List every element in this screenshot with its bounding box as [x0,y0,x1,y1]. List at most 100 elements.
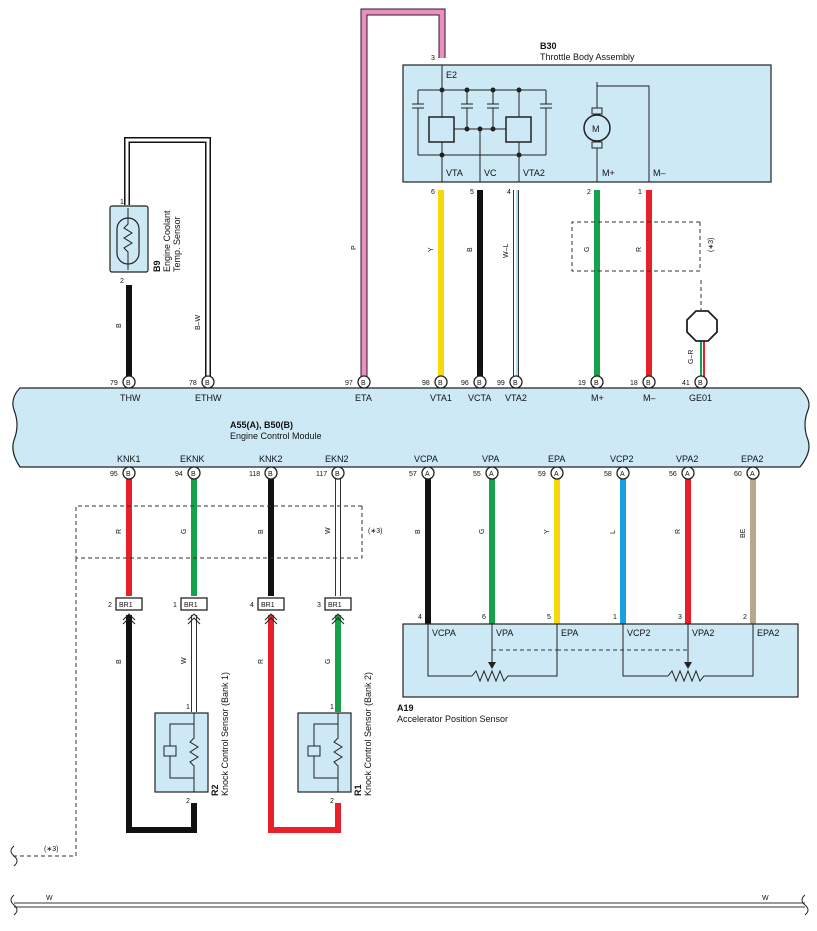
wire-labels: B B–W P Y B W–L G R G–R R G B W B G Y L … [116,244,747,665]
svg-text:B: B [116,323,123,328]
svg-text:G: G [181,529,188,534]
ecm-code: A55(A), B50(B) [230,420,293,430]
aps-name: Accelerator Position Sensor [397,714,508,724]
bot-term-conn-7: A [620,471,625,478]
bot-term-label-3: EKN2 [325,454,349,464]
throttle-code: B30 [540,41,557,51]
aps-num-epa2: 2 [743,614,747,621]
top-term-label-5: VTA2 [505,393,527,403]
top-term-label-6: M+ [591,393,604,403]
pin-mminus-num: 1 [638,189,642,196]
top-term-label-2: ETA [355,393,372,403]
bot-term-num-7: 58 [604,471,612,478]
top-term-num-0: 79 [110,380,118,387]
aps-num-vpa: 6 [482,614,486,621]
pin-e2-num: 3 [431,55,435,62]
shield-note-knock: (∗3) [368,528,382,535]
top-term-conn-5: B [513,380,518,387]
aps-potentiometers [427,624,754,683]
bot-term-conn-3: B [335,471,340,478]
r2-name: Knock Control Sensor (Bank 1) [220,672,230,796]
br1-label-3: BR1 [261,602,275,609]
break-mark-bottom-right [801,894,809,916]
top-term-label-4: VCTA [468,393,491,403]
top-term-label-0: THW [120,393,141,403]
bot-term-conn-5: A [489,471,494,478]
svg-text:B: B [258,529,265,534]
aps-pin-epa2: EPA2 [757,628,779,638]
pin-vta-num: 6 [431,189,435,196]
aps-pin-vcpa: VCPA [432,628,456,638]
throttle-internal-circuit [412,65,650,182]
break-mark-bottom-left [10,894,18,916]
aps-num-vcpa: 4 [418,614,422,621]
bot-term-label-9: EPA2 [741,454,763,464]
svg-text:G: G [325,659,332,664]
top-term-conn-0: B [126,380,131,387]
br1-pin-1: 2 [108,602,112,609]
bot-term-conn-0: B [126,471,131,478]
top-term-num-7: 18 [630,380,638,387]
svg-text:B: B [415,529,422,534]
svg-text:Y: Y [428,247,435,252]
aps-pin-vcp2: VCP2 [627,628,651,638]
top-term-num-5: 99 [497,380,505,387]
br1-pin-2: 1 [173,602,177,609]
bot-term-conn-4: A [425,471,430,478]
top-term-label-1: ETHW [195,393,222,403]
break-mark-left [10,845,18,867]
bot-term-label-8: VPA2 [676,454,698,464]
br1-label-2: BR1 [184,602,198,609]
bot-term-label-4: VCPA [414,454,438,464]
svg-text:R: R [675,529,682,534]
top-term-num-3: 98 [422,380,430,387]
ground-point-icon [686,310,718,342]
top-term-conn-7: B [646,380,651,387]
bot-term-num-9: 60 [734,471,742,478]
aps-code: A19 [397,703,414,713]
top-term-conn-8: B [698,380,703,387]
pin-vc-num: 5 [470,189,474,196]
svg-text:BE: BE [740,528,747,538]
shield-note-bottom: (∗3) [44,846,58,853]
bot-term-conn-1: B [191,471,196,478]
svg-text:L: L [610,530,617,534]
bot-term-label-0: KNK1 [117,454,141,464]
svg-text:R: R [258,659,265,664]
bot-term-num-6: 59 [538,471,546,478]
top-term-num-6: 19 [578,380,586,387]
r2-pin1: 1 [186,704,190,711]
bot-term-num-5: 55 [473,471,481,478]
knock-sensor-r2-symbol [163,713,199,792]
top-term-label-8: GE01 [689,393,712,403]
top-term-label-3: VTA1 [430,393,452,403]
bot-term-num-2: 118 [249,471,260,478]
pin-mplus-num: 2 [587,189,591,196]
svg-text:G: G [584,247,591,252]
svg-text:B: B [467,247,474,252]
bot-term-label-6: EPA [548,454,565,464]
top-term-conn-1: B [205,380,210,387]
aps-pin-vpa: VPA [496,628,513,638]
svg-text:R: R [116,529,123,534]
top-term-conn-4: B [477,380,482,387]
bot-term-conn-8: A [685,471,690,478]
svg-text:G–R: G–R [688,350,695,364]
svg-text:R: R [636,247,643,252]
coolant-pin2: 2 [120,278,124,285]
bot-term-label-7: VCP2 [610,454,634,464]
top-term-num-2: 97 [345,380,353,387]
top-term-label-7: M– [643,393,656,403]
coolant-name2: Temp. Sensor [172,216,182,272]
shield-box-knock [75,505,362,559]
r1-name: Knock Control Sensor (Bank 2) [363,672,373,796]
bot-term-num-0: 95 [110,471,118,478]
knock-sensor-r2-box [154,712,209,793]
top-term-num-1: 78 [189,380,197,387]
aps-num-vcp2: 1 [613,614,617,621]
bot-term-num-1: 94 [175,471,183,478]
coolant-pin1: 1 [120,199,124,206]
coolant-name1: Engine Coolant [162,210,172,272]
pin-vta2-label: VTA2 [523,168,545,178]
svg-text:Y: Y [544,529,551,534]
